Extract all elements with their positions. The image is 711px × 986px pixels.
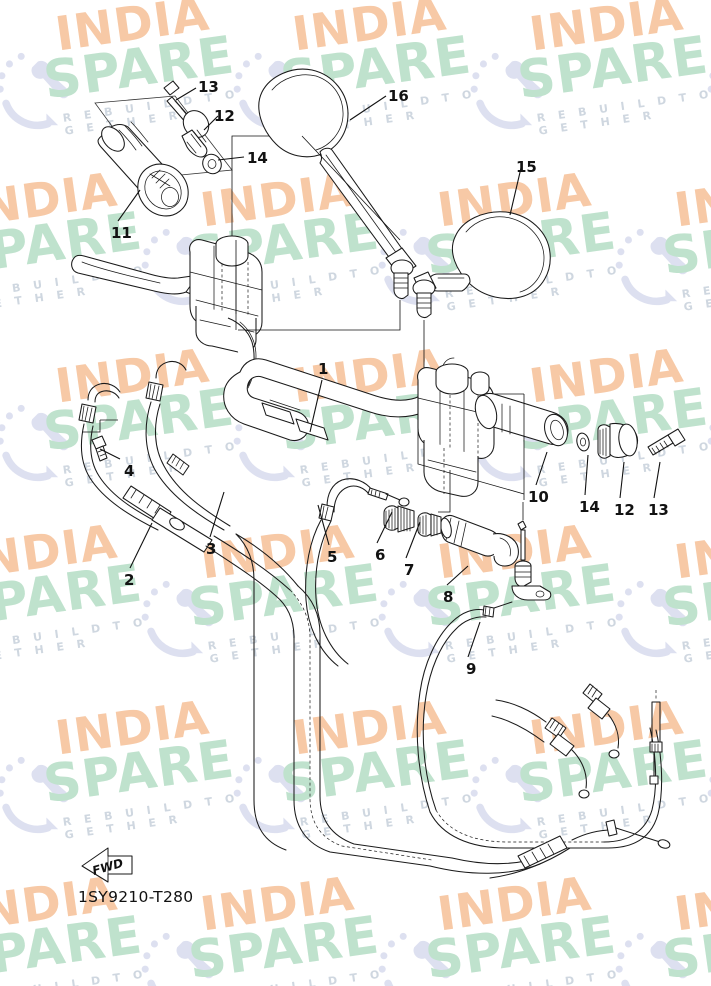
- callout-bolt-13: 13: [648, 501, 669, 519]
- callout-cable-2: 2: [124, 571, 135, 589]
- fwd-label: FWD: [90, 855, 125, 879]
- callout-grip-11: 11: [111, 224, 132, 242]
- leader-line-cable-5: [317, 504, 330, 546]
- leader-line-mirror-right-15: [509, 167, 522, 216]
- leader-line-bolt-13: [653, 461, 661, 499]
- leader-line-bolt-13-left: [175, 87, 197, 101]
- cable-ends-lower-right: [429, 683, 671, 879]
- leader-line-washer-14-left: [217, 156, 245, 161]
- leader-line-grip-11: [117, 189, 141, 222]
- leader-line-screw-4: [99, 448, 121, 460]
- callout-locknut-7: 7: [404, 561, 415, 579]
- right-switch-housing-and-grip: [417, 363, 686, 500]
- left-lever-and-switch-housing: [71, 135, 302, 389]
- leader-line-bar-end-12-left: [203, 115, 219, 131]
- callout-bar-end-12: 12: [614, 501, 635, 519]
- fwd-marker: FWD: [78, 850, 134, 886]
- leader-line-handlebar: [309, 379, 323, 433]
- callout-handlebar: 1: [318, 360, 329, 378]
- left-bar-end-hardware: [163, 80, 222, 175]
- callout-adjuster-6: 6: [375, 546, 386, 564]
- callout-cable-9: 9: [466, 660, 477, 678]
- leader-line-throttle-grip-10: [535, 451, 548, 486]
- callout-washer-14-left: 14: [247, 149, 268, 167]
- callout-mirror-left-16: 16: [388, 87, 409, 105]
- callout-cable-3: 3: [206, 540, 217, 558]
- leader-line-grip-end-8: [446, 565, 469, 586]
- drawing-code-label: 1SY9210-T280: [78, 888, 194, 906]
- leader-line-bar-end-12: [619, 461, 625, 499]
- leader-line-locknut-7: [405, 521, 421, 559]
- fwd-arrow-icon: [81, 847, 133, 883]
- leader-line-cable-9: [467, 621, 481, 658]
- callout-grip-end-8: 8: [443, 588, 454, 606]
- callout-screw-4: 4: [124, 462, 135, 480]
- callout-bolt-13-left: 13: [198, 78, 219, 96]
- leader-line-cable-3: [209, 491, 225, 538]
- callout-throttle-grip-10: 10: [528, 488, 549, 506]
- callout-cable-5: 5: [327, 548, 338, 566]
- callout-leader-lines: [99, 87, 661, 658]
- cable-9: [416, 601, 663, 849]
- callout-bar-end-12-left: 12: [214, 107, 235, 125]
- leader-line-adjuster-6: [376, 511, 393, 544]
- mirror-16: [238, 68, 417, 331]
- left-cables: [78, 360, 453, 867]
- cable-end-8: [440, 502, 552, 601]
- leader-line-mirror-left-16: [349, 95, 387, 121]
- leader-line-cable-2: [129, 522, 153, 569]
- cable-5-and-adjusters: [305, 470, 451, 667]
- mirror-15: [412, 211, 551, 380]
- callout-washer-14: 14: [579, 498, 600, 516]
- callout-mirror-right-15: 15: [516, 158, 537, 176]
- leader-line-washer-14: [584, 454, 589, 496]
